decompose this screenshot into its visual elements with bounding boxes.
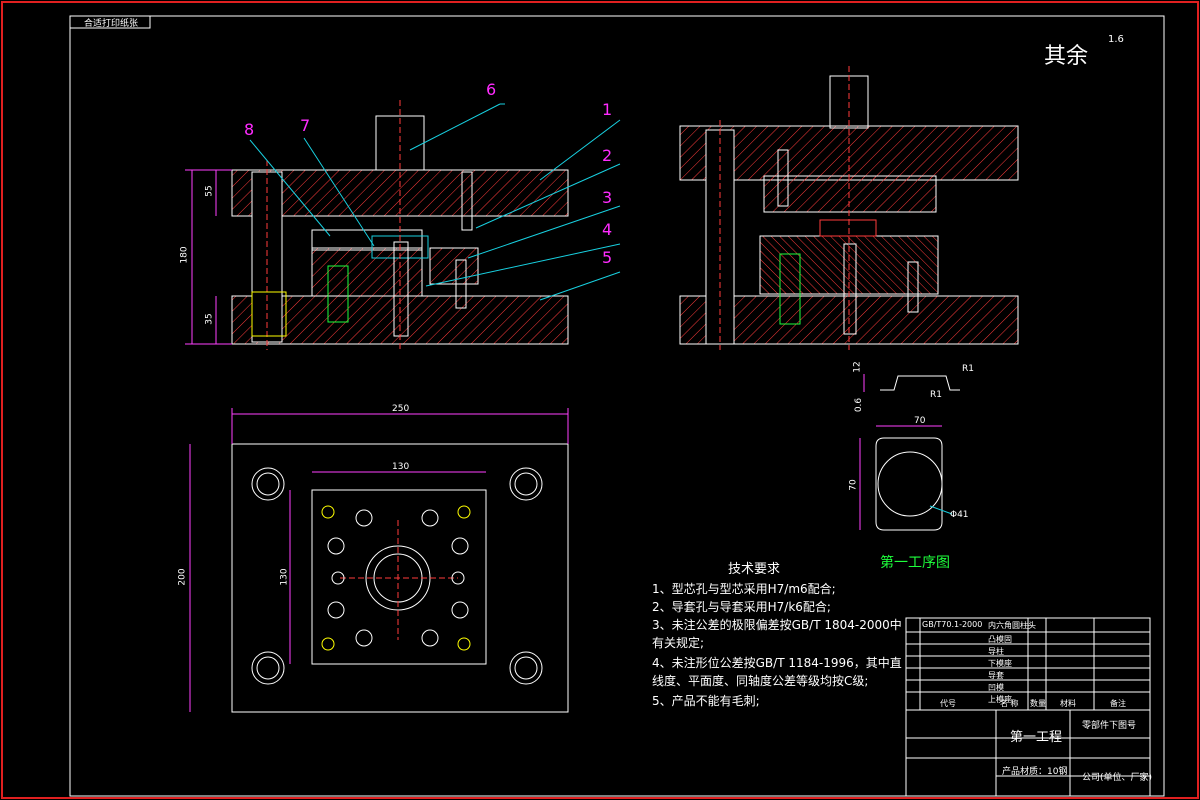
tech-line-4: 有关规定; xyxy=(652,636,705,650)
tech-title: 技术要求 xyxy=(728,562,781,577)
bom-name-3: 导柱 xyxy=(988,647,1004,656)
tech-line-7: 5、产品不能有毛刺; xyxy=(652,694,760,708)
dim-front-bottom: 35 xyxy=(204,313,215,325)
callout-6: 6 xyxy=(486,80,497,99)
side-section-view xyxy=(679,66,1019,350)
bom-name-5: 导套 xyxy=(988,671,1004,680)
bom-name-6: 凹模 xyxy=(988,683,1004,692)
roughness-value: 1.6 xyxy=(1108,34,1124,45)
dim-part-r1-top: R1 xyxy=(962,364,974,374)
bom-code-1: GB/T70.1-2000 xyxy=(922,620,983,629)
dim-part-w70: 70 xyxy=(914,416,926,426)
callout-2: 2 xyxy=(602,146,613,165)
callout-7: 7 xyxy=(300,116,311,135)
part-sketch xyxy=(859,374,960,531)
process-label: 第一工序图 xyxy=(880,555,950,571)
stamp-box xyxy=(69,15,151,29)
tech-line-1: 1、型芯孔与型芯采用H7/m6配合; xyxy=(652,582,836,596)
dim-plan-width: 250 xyxy=(392,404,410,414)
callout-5: 5 xyxy=(602,248,613,267)
dim-part-hole: Φ41 xyxy=(950,510,969,520)
dim-plan-height: 200 xyxy=(177,568,188,586)
dim-part-t: 0.6 xyxy=(854,397,865,413)
tech-line-2: 2、导套孔与导套采用H7/k6配合; xyxy=(652,600,831,614)
tech-line-6: 线度、平面度、同轴度公差等级均按C级; xyxy=(652,674,869,688)
callout-4: 4 xyxy=(602,220,613,239)
dim-part-r1-bottom: R1 xyxy=(930,390,942,400)
title-process: 第一工程 xyxy=(1010,730,1063,745)
dim-part-h12: 12 xyxy=(852,361,863,373)
dim-part-h70: 70 xyxy=(848,479,859,491)
dim-front-top: 55 xyxy=(204,185,215,197)
bom-header-code: 代号 xyxy=(940,699,956,708)
callout-8: 8 xyxy=(244,120,255,139)
bom-name-4: 下模座 xyxy=(988,659,1012,668)
callout-1: 1 xyxy=(602,100,613,119)
tech-line-3: 3、未注公差的极限偏差按GB/T 1804-2000中 xyxy=(652,618,902,632)
tech-line-5: 4、未注形位公差按GB/T 1184-1996，其中直 xyxy=(652,656,902,670)
title-block xyxy=(905,617,1151,797)
stamp-text: 合适打印纸张 xyxy=(84,19,139,29)
callout-3: 3 xyxy=(602,188,613,207)
front-section-view xyxy=(185,100,621,350)
bom-header-remark: 备注 xyxy=(1110,699,1126,708)
frame-border xyxy=(69,15,1165,797)
bom-name-7: 上模座 xyxy=(988,695,1012,704)
plan-view xyxy=(189,408,569,713)
title-material: 产品材质：10钢 xyxy=(1002,767,1068,777)
dim-plan-inner-height: 130 xyxy=(279,568,290,586)
bom-name-1: 内六角圆柱头 xyxy=(988,621,1036,630)
bom-name-2: 凸模固 xyxy=(988,635,1012,644)
title-drawing-no: 零部件下图号 xyxy=(1082,721,1137,731)
roughness-label: 其余 xyxy=(1044,44,1089,69)
dim-plan-inner-width: 130 xyxy=(392,462,410,472)
title-company: 公司(单位、厂家) xyxy=(1082,773,1153,783)
dim-front-height: 180 xyxy=(179,246,190,264)
bom-header-qty: 数量 xyxy=(1030,699,1046,708)
bom-header-name: 名 称 xyxy=(1000,699,1019,708)
bom-header-material: 材料 xyxy=(1060,699,1076,708)
